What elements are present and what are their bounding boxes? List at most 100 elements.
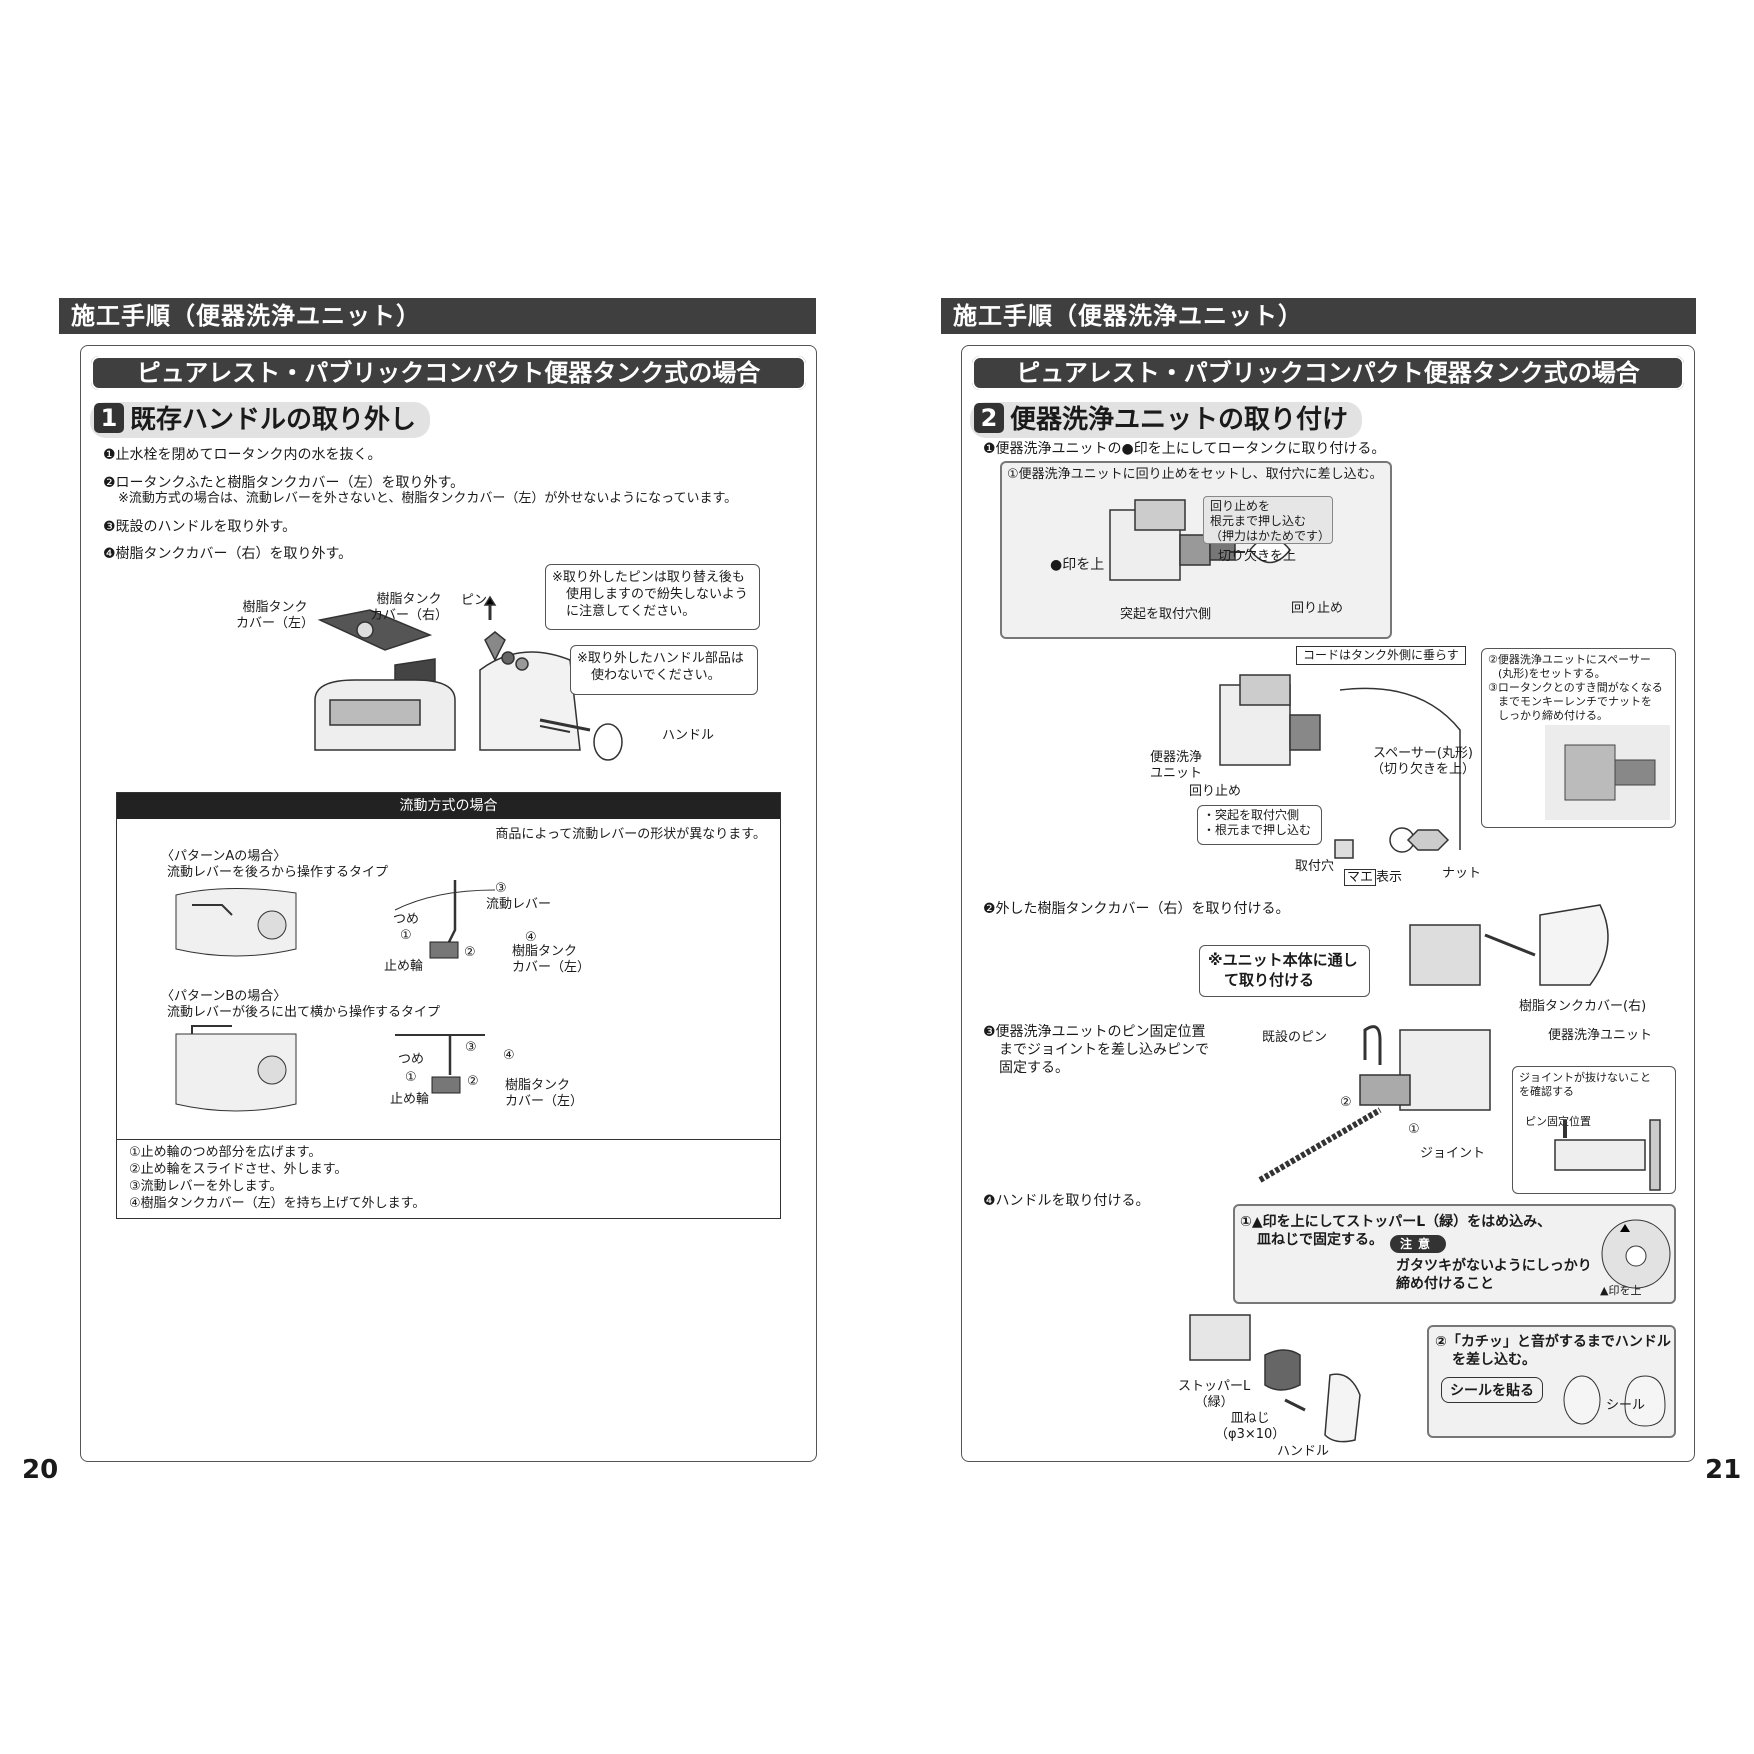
flow-step-3: ③流動レバーを外します。 xyxy=(129,1179,283,1194)
right-instruction-3: ❸便器洗浄ユニットのピン固定位置までジョイントを差し込みピンで固定する。 xyxy=(983,1024,1209,1076)
unit-stopper-illustration xyxy=(1109,499,1291,581)
left-instruction-1: ❶止水栓を閉めてロータンク内の水を抜く。 xyxy=(103,447,382,463)
label-stopper-l: ストッパーL（緑） xyxy=(1178,1379,1251,1410)
pb-label-4: ④ xyxy=(503,1048,515,1063)
label-screw: 皿ねじ（φ3×10） xyxy=(1215,1411,1286,1442)
detail-1-box xyxy=(1000,461,1392,639)
pattern-a-tank-illustration xyxy=(175,887,297,957)
left-instruction-2: ❷ロータンクふたと樹脂タンクカバー（左）を取り外す。 xyxy=(103,475,465,491)
left-banner: ピュアレスト・パブリックコンパクト便器タンク式の場合 xyxy=(91,356,806,390)
right-instruction-2: ❷外した樹脂タンクカバー（右）を取り付ける。 xyxy=(983,901,1290,917)
pa-label-tsume: つめ xyxy=(393,912,420,927)
cover-install-illustration xyxy=(1409,904,1609,986)
handle-seal-illustration xyxy=(1563,1375,1666,1427)
flow-step-1: ①止め輪のつめ部分を広げます。 xyxy=(129,1145,322,1160)
left-instruction-4: ❹樹脂タンクカバー（右）を取り外す。 xyxy=(103,546,353,562)
flow-type-title: 流動方式の場合 xyxy=(117,793,780,819)
push-note: 回り止めを根元まで押し込む（押力はかためです） xyxy=(1203,496,1333,544)
caution-text: ガタツキがないようにしっかり締め付けること xyxy=(1396,1258,1592,1292)
pb-label-tsume: つめ xyxy=(398,1052,425,1067)
tank-cover-illustration xyxy=(314,609,456,751)
note-handle: ※取り外したハンドル部品は使わないでください。 xyxy=(570,645,758,695)
pb-label-3: ③ xyxy=(465,1040,477,1055)
label-protrusion: 突起を取付穴側 xyxy=(1120,607,1212,622)
pa-label-2: ② xyxy=(464,945,476,960)
step-number-badge: 2 xyxy=(974,403,1004,433)
caution-block: 注意 ガタツキがないようにしっかり締め付けること xyxy=(1390,1233,1592,1293)
flow-type-subtitle: 商品によって流動レバーの形状が異なります。 xyxy=(495,827,766,842)
left-section-header: 施工手順（便器洗浄ユニット） xyxy=(59,298,816,334)
step-number-badge: 1 xyxy=(94,403,124,433)
pa-label-lever: 流動レバー xyxy=(486,897,552,912)
label-seal: シール xyxy=(1606,1398,1646,1413)
flow-type-panel: 流動方式の場合 商品によって流動レバーの形状が異なります。 〈パターンAの場合〉… xyxy=(116,792,781,1219)
note-pin: ※取り外したピンは取り替え後も使用しますので紛失しないように注意してください。 xyxy=(545,564,760,630)
label-handle-2: ハンドル xyxy=(1277,1444,1330,1459)
label-mark-up-2: ▲印を上 xyxy=(1600,1284,1642,1297)
right-banner: ピュアレスト・パブリックコンパクト便器タンク式の場合 xyxy=(972,356,1684,390)
joint-check-box: ジョイントが抜けないことを確認する ピン固定位置 xyxy=(1512,1066,1676,1194)
label-pin: ピン xyxy=(461,593,488,608)
label-mark-up: ●印を上 xyxy=(1050,557,1105,573)
flow-step-2: ②止め輪をスライドさせ、外します。 xyxy=(129,1162,348,1177)
label-joint: ジョイント xyxy=(1420,1146,1486,1161)
cord-note: コードはタンク外側に垂らす xyxy=(1296,646,1466,665)
flow-steps-divider xyxy=(117,1139,780,1140)
flow-step-4: ④樹脂タンクカバー（左）を持ち上げて外します。 xyxy=(129,1196,426,1211)
right-page-frame xyxy=(961,345,1695,1462)
handle-parts-illustration xyxy=(1189,1314,1361,1443)
handle-removal-illustration xyxy=(479,595,623,761)
pattern-b-tank-illustration xyxy=(175,1025,297,1112)
left-page-frame xyxy=(80,345,817,1462)
label-spacer: スペーサー(丸形)（切り欠きを上） xyxy=(1371,746,1476,777)
label-hole: 取付穴 xyxy=(1295,859,1335,874)
pa-label-cover: 樹脂タンクカバー（左） xyxy=(512,944,591,975)
step-title-text: 既存ハンドルの取り外し xyxy=(130,405,417,435)
pattern-a-title: 〈パターンAの場合〉流動レバーを後ろから操作するタイプ xyxy=(161,849,389,880)
screw-closeup-illustration xyxy=(1601,1219,1671,1289)
right-page-number: 21 xyxy=(1705,1455,1742,1485)
pb-label-1: ① xyxy=(405,1070,417,1085)
left-instruction-3: ❸既設のハンドルを取り外す。 xyxy=(103,519,297,535)
joint-pin-illustration xyxy=(1258,1025,1491,1183)
pb-label-2: ② xyxy=(467,1074,479,1089)
pa-label-4: ④ xyxy=(525,930,537,945)
left-page-number: 20 xyxy=(22,1455,59,1485)
pattern-b-lever-illustration xyxy=(395,1034,485,1094)
label-unit: 便器洗浄ユニット xyxy=(1150,750,1203,781)
handle-step-1-text: ①▲印を上にしてストッパーL（緑）をはめ込み、皿ねじで固定する。 xyxy=(1240,1214,1552,1248)
label-unit-2: 便器洗浄ユニット xyxy=(1548,1028,1653,1043)
pattern-b-title: 〈パターンBの場合〉流動レバーが後ろに出て横から操作するタイプ xyxy=(161,989,441,1020)
pa-label-ring: 止め輪 xyxy=(384,959,424,974)
label-notch-up: 切り欠きを上 xyxy=(1218,549,1297,564)
detail-1-title: ①便器洗浄ユニットに回り止めをセットし、取付穴に差し込む。 xyxy=(1007,467,1383,482)
label-stopper-2: 回り止め xyxy=(1189,784,1242,799)
label-cover-right-2: 樹脂タンクカバー(右) xyxy=(1519,999,1647,1014)
step-title-text: 便器洗浄ユニットの取り付け xyxy=(1010,405,1349,435)
seal-tag: シールを貼る xyxy=(1441,1377,1543,1403)
caution-badge: 注意 xyxy=(1390,1235,1447,1253)
label-existing-pin: 既設のピン xyxy=(1262,1030,1328,1045)
label-mark: マエ表示 xyxy=(1344,869,1402,886)
right-instruction-1: ❶便器洗浄ユニットの●印を上にしてロータンクに取り付ける。 xyxy=(983,441,1386,457)
tank-unit-assembly-illustration xyxy=(1219,674,1461,859)
handle-step-2-text: ②「カチッ」と音がするまでハンドルを差し込む。 xyxy=(1435,1334,1671,1368)
check-note: ・突起を取付穴側・根元まで押し込む xyxy=(1197,805,1322,845)
label-cover-left: 樹脂タンクカバー（左） xyxy=(236,600,315,631)
pa-label-3: ③ xyxy=(495,881,507,896)
left-instruction-2-note: ※流動方式の場合は、流動レバーを外さないと、樹脂タンクカバー（左）が外せないよう… xyxy=(118,491,738,506)
label-nut: ナット xyxy=(1442,866,1482,881)
pb-label-cover: 樹脂タンクカバー（左） xyxy=(505,1078,584,1109)
label-handle: ハンドル xyxy=(662,728,715,743)
inst2-note: ※ユニット本体に通して取り付ける xyxy=(1199,945,1370,997)
pb-label-ring: 止め輪 xyxy=(390,1092,430,1107)
nut-tightening-photo xyxy=(1545,725,1670,820)
label-n1: ① xyxy=(1408,1122,1420,1137)
label-n2: ② xyxy=(1340,1095,1352,1110)
label-stopper: 回り止め xyxy=(1291,601,1344,616)
pa-label-1: ① xyxy=(400,928,412,943)
pattern-a-lever-illustration xyxy=(394,880,496,959)
right-instruction-4: ❹ハンドルを取り付ける。 xyxy=(983,1193,1150,1209)
